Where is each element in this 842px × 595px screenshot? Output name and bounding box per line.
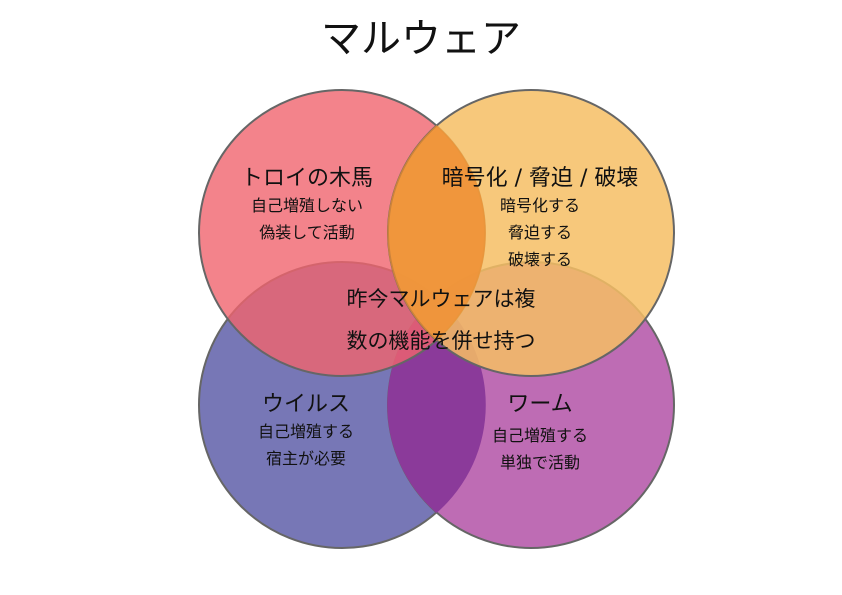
virus-line: 宿主が必要 — [265, 449, 347, 468]
trojan-ransom-overlap — [387, 125, 486, 341]
center-line: 数の機能を併せ持つ — [346, 329, 536, 353]
virus-line: 自己増殖する — [257, 422, 355, 441]
worm-heading: ワーム — [507, 392, 573, 417]
diagram-title: マルウェア — [321, 16, 521, 62]
worm-line: 単独で活動 — [499, 453, 581, 472]
trojan-label: トロイの木馬 自己増殖しない 偽装して活動 — [241, 160, 373, 246]
worm-label: ワーム 自己増殖する 単独で活動 — [492, 386, 588, 476]
virus-label: ウイルス 自己増殖する 宿主が必要 — [258, 386, 354, 472]
virus-heading: ウイルス — [261, 392, 351, 417]
trojan-line: 偽装して活動 — [259, 223, 355, 242]
ransom-line: 暗号化する — [499, 196, 580, 215]
worm-line: 自己増殖する — [491, 426, 589, 445]
trojan-heading: トロイの木馬 — [240, 166, 374, 191]
trojan-line: 自己増殖しない — [250, 196, 364, 215]
ransom-line: 破壊する — [507, 250, 572, 269]
ransom-label: 暗号化 / 脅迫 / 破壊 暗号化する 脅迫する 破壊する — [442, 160, 639, 273]
center-line: 昨今マルウェアは複 — [346, 287, 536, 311]
ransom-heading: 暗号化 / 脅迫 / 破壊 — [441, 166, 639, 191]
center-label: 昨今マルウェアは複 数の機能を併せ持つ — [347, 278, 536, 362]
ransom-line: 脅迫する — [507, 223, 572, 242]
